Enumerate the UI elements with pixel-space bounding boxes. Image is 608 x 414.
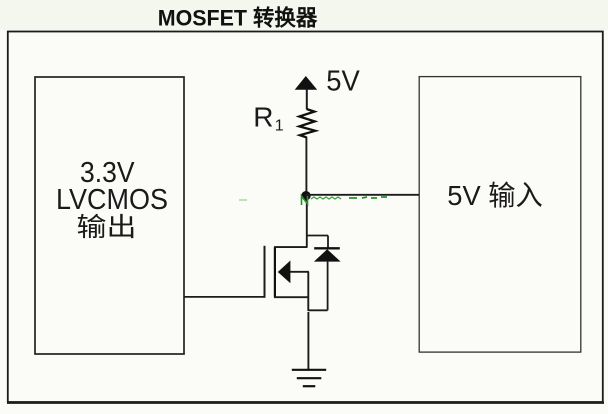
svg-text:输出: 输出 xyxy=(77,212,137,242)
svg-text:R: R xyxy=(253,101,273,132)
svg-text:1: 1 xyxy=(275,118,284,135)
svg-text:5V: 5V xyxy=(326,65,360,97)
svg-text:MOSFET 转换器: MOSFET 转换器 xyxy=(158,6,318,31)
svg-text:5V 输入: 5V 输入 xyxy=(447,180,543,211)
svg-text:3.3V: 3.3V xyxy=(80,157,135,189)
svg-text:LVCMOS: LVCMOS xyxy=(56,184,168,216)
